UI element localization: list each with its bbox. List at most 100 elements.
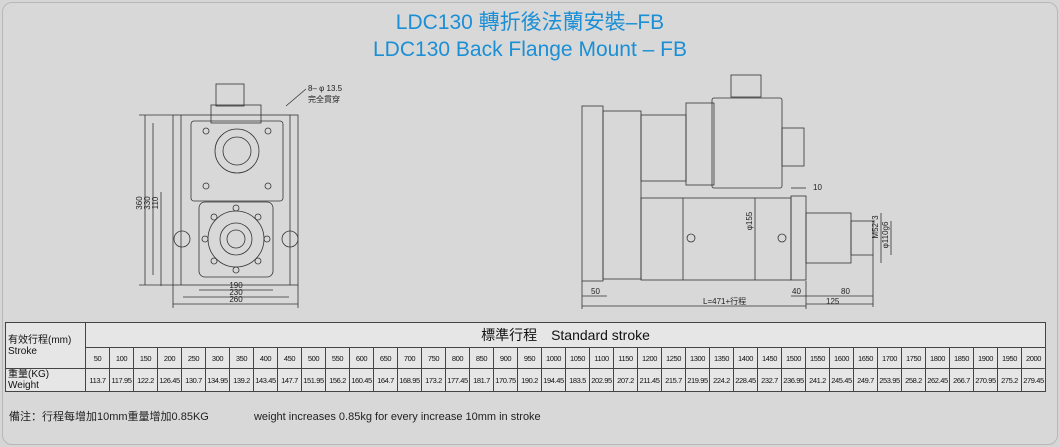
weight-cell: 177.45	[445, 368, 470, 392]
stroke-cell: 500	[301, 347, 326, 369]
weight-cell: 170.75	[493, 368, 518, 392]
stroke-cell: 900	[493, 347, 518, 369]
weight-cell: 249.7	[853, 368, 878, 392]
dim-label-155: φ155	[745, 211, 754, 230]
motor-bolt-hole	[264, 182, 272, 190]
stroke-cell: 1300	[685, 347, 710, 369]
dim-label-330: 330	[143, 196, 152, 210]
dim-label-360: 360	[135, 196, 144, 210]
weight-cell: 219.95	[685, 368, 710, 392]
front-view-labels: 8– φ 13.5 完全貫穿 360 330 110 190 230 260	[135, 84, 343, 304]
stroke-cell: 750	[421, 347, 446, 369]
weight-note: 備注：行程每增加10mm重量增加0.85KG weight increases …	[9, 408, 583, 424]
flange-bolt-hole	[254, 213, 262, 221]
title-english: LDC130 Back Flange Mount – FB	[373, 38, 687, 61]
motor-bolt-hole	[264, 127, 272, 135]
weight-cell: 266.7	[949, 368, 974, 392]
stroke-cell: 1450	[757, 347, 782, 369]
stroke-cell: 1850	[949, 347, 974, 369]
stroke-cell: 200	[157, 347, 182, 369]
back-plate-shape	[172, 114, 299, 286]
stroke-cell: 250	[181, 347, 206, 369]
motor-body-shape	[190, 120, 284, 202]
standard-stroke-header: 標準行程 Standard stroke	[85, 322, 1046, 348]
weight-cell: 143.45	[253, 368, 278, 392]
dim-label-110: 110	[151, 196, 160, 209]
stroke-cell: 850	[469, 347, 494, 369]
weight-cell: 126.45	[157, 368, 182, 392]
motor-shaft-circle	[222, 136, 252, 166]
weight-cell: 232.7	[757, 368, 782, 392]
stroke-label-zh: 有效行程(mm)	[8, 334, 72, 346]
dim-label-190: 190	[229, 281, 243, 290]
stroke-cell: 1950	[997, 347, 1022, 369]
motor-bolt-hole	[202, 127, 210, 135]
weight-cell: 190.2	[517, 368, 542, 392]
dim-label-10: 10	[813, 183, 822, 192]
stroke-cell: 1150	[613, 347, 638, 369]
front-view	[139, 83, 307, 308]
dim-label-50: 50	[591, 287, 600, 296]
front-cap-shape	[790, 195, 807, 281]
weight-cell: 130.7	[181, 368, 206, 392]
stroke-cell: 1550	[805, 347, 830, 369]
hole-note-1: 8– φ 13.5	[308, 84, 343, 93]
motor-connector-shape	[215, 83, 245, 107]
stroke-cell: 700	[397, 347, 422, 369]
flange-bolt-hole	[263, 235, 271, 243]
stroke-label-en: Stroke	[8, 345, 37, 357]
rod-end-shape	[850, 220, 874, 256]
left-lug-circle	[173, 230, 191, 248]
stroke-cell: 400	[253, 347, 278, 369]
weight-cell: 181.7	[469, 368, 494, 392]
motor-connector-shape	[730, 74, 762, 98]
flange-bolt-hole	[201, 235, 209, 243]
stroke-cell: 1750	[901, 347, 926, 369]
flange-bolt-hole	[210, 213, 218, 221]
stroke-cell: 600	[349, 347, 374, 369]
motor-flange-circle	[214, 128, 260, 174]
weight-cell: 134.95	[205, 368, 230, 392]
weight-cell: 207.2	[613, 368, 638, 392]
motor-body-shape	[711, 97, 783, 189]
weight-cell: 164.7	[373, 368, 398, 392]
dim-label-230: 230	[229, 288, 243, 297]
stroke-cell: 100	[109, 347, 134, 369]
weight-cell: 139.2	[229, 368, 254, 392]
stroke-cell: 1350	[709, 347, 734, 369]
stroke-cell: 1650	[853, 347, 878, 369]
weight-cell: 258.2	[901, 368, 926, 392]
weight-cell: 253.95	[877, 368, 902, 392]
weight-label-en: Weight	[8, 380, 39, 391]
stroke-cell: 50	[85, 347, 110, 369]
flange-bore-circle	[219, 222, 253, 256]
stroke-cell: 2000	[1021, 347, 1046, 369]
flange-bolt-hole	[210, 257, 218, 265]
side-view	[581, 74, 892, 309]
hole-note-2: 完全貫穿	[308, 94, 340, 104]
stroke-cell: 1700	[877, 347, 902, 369]
stroke-cell: 1250	[661, 347, 686, 369]
weight-cell: 270.95	[973, 368, 998, 392]
hole-note-leader	[285, 88, 307, 107]
motor-top-shape	[210, 104, 262, 124]
pulley-housing	[640, 114, 687, 182]
technical-drawing: 8– φ 13.5 完全貫穿 360 330 110 190 230 260	[135, 74, 892, 309]
stroke-cell: 150	[133, 347, 158, 369]
flange-bolt-hole	[254, 257, 262, 265]
dim-label-110g6: φ110g6	[881, 221, 890, 248]
weight-cell: 241.2	[805, 368, 830, 392]
weight-cell: 211.45	[637, 368, 662, 392]
stroke-cell: 1900	[973, 347, 998, 369]
weight-cell: 183.5	[565, 368, 590, 392]
stroke-weight-table: 有效行程(mm) Stroke 標準行程 Standard stroke 50 …	[5, 322, 1046, 392]
motor-bolt-hole	[202, 182, 210, 190]
stroke-cell: 800	[445, 347, 470, 369]
weight-cell: 156.2	[325, 368, 350, 392]
flange-bolt-hole	[232, 266, 240, 274]
dim-label-260: 260	[229, 295, 243, 304]
weight-cell: 117.95	[109, 368, 134, 392]
dim-label-80: 80	[841, 287, 850, 296]
port-circle	[686, 233, 696, 243]
motor-adapter	[685, 102, 715, 186]
